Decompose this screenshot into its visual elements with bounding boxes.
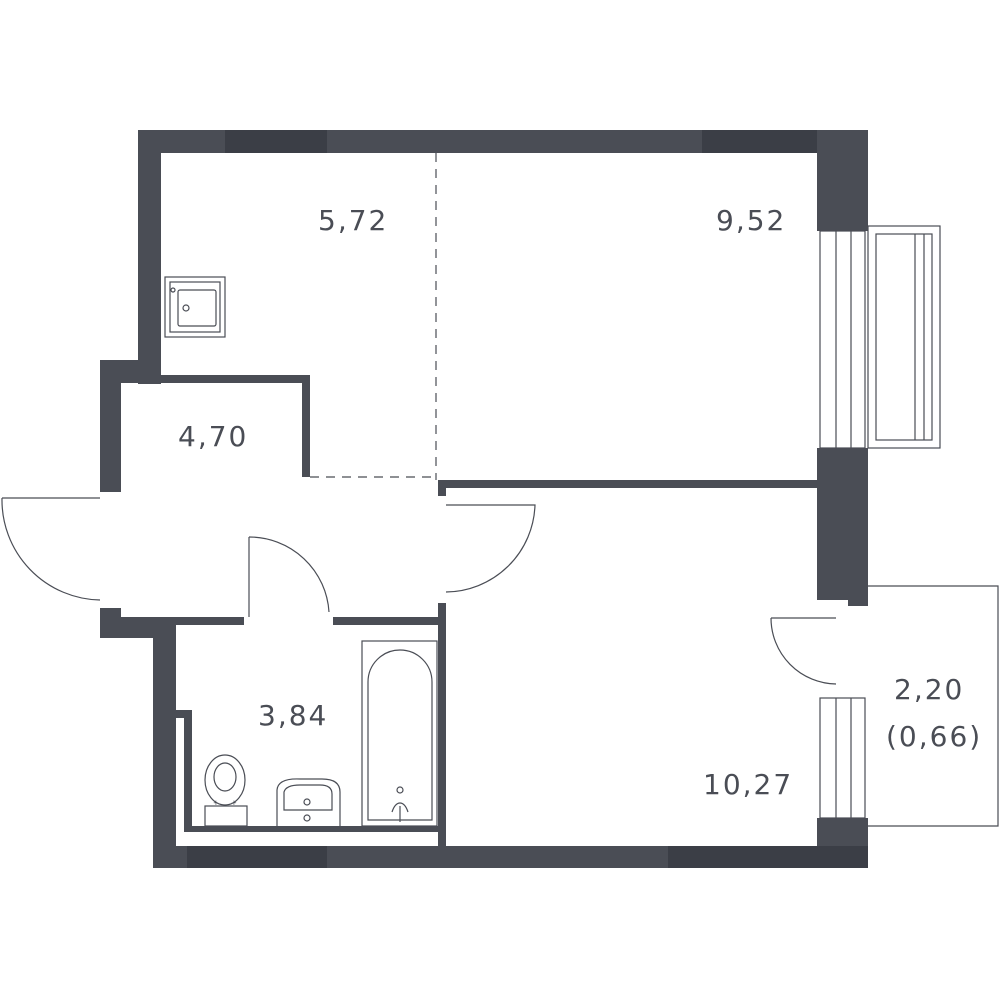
bathroom-door: [248, 536, 330, 617]
balcony-outline: [868, 585, 999, 827]
hall-area-label: 4,70: [178, 420, 248, 453]
bathtub-icon: [361, 640, 438, 827]
balcony-door: [770, 617, 837, 685]
interior-walls: [121, 375, 818, 846]
bathroom-area-label: 3,84: [258, 699, 328, 732]
living-room-area-label: 9,52: [716, 204, 786, 237]
kitchen-sink-icon: [164, 276, 226, 338]
svg-text:+: +: [213, 799, 219, 807]
balcony-reduced-area-label: (0,66): [886, 720, 982, 753]
washbasin-icon: [276, 778, 341, 826]
window-living-room: [819, 230, 866, 449]
entrance-door: [1, 497, 101, 601]
svg-text:+: +: [231, 799, 237, 807]
french-balcony: [867, 225, 941, 449]
exterior-walls: [100, 130, 868, 868]
bedroom-area-label: 10,27: [703, 768, 793, 801]
window-bedroom: [819, 697, 866, 819]
living-room-door: [445, 504, 536, 593]
toilet-icon: + +: [204, 754, 248, 827]
kitchen-area-label: 5,72: [318, 204, 388, 237]
balcony-area-label: 2,20: [894, 673, 964, 706]
